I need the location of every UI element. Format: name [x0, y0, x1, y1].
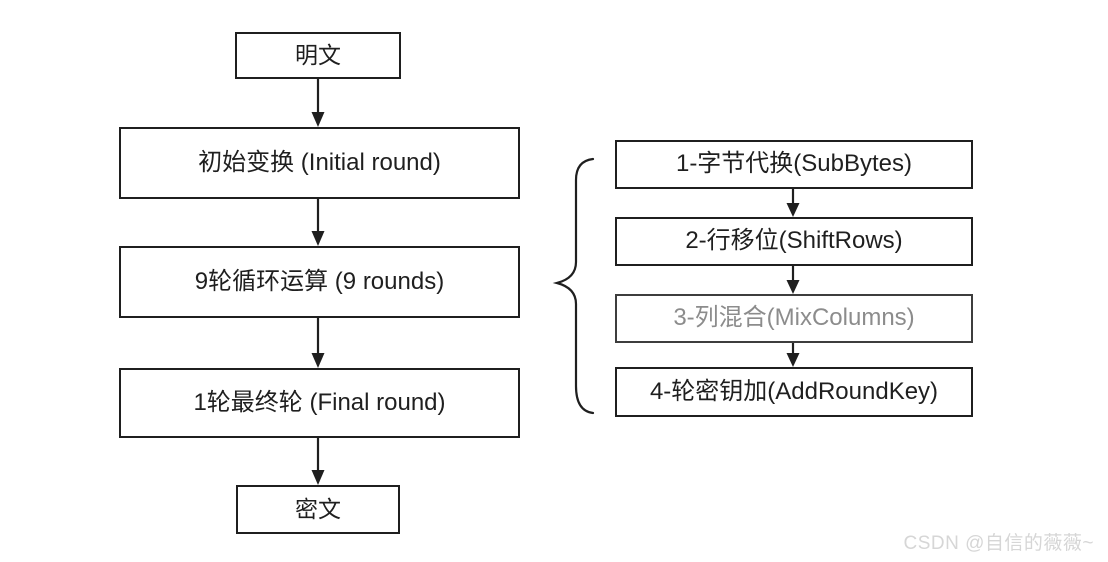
node-initial-round: 初始变换 (Initial round): [119, 127, 520, 199]
node-addroundkey-label: 4-轮密钥加(AddRoundKey): [649, 377, 939, 405]
arrow-shiftrows-to-mixcolumns: [786, 266, 800, 294]
node-ciphertext-label: 密文: [295, 495, 341, 522]
node-initial-round-label: 初始变换 (Initial round): [198, 148, 441, 176]
arrow-rounds-to-final: [311, 318, 325, 368]
node-subbytes-label: 1-字节代换(SubBytes): [675, 150, 913, 178]
node-shiftrows-label: 2-行移位(ShiftRows): [685, 227, 903, 255]
node-nine-rounds: 9轮循环运算 (9 rounds): [119, 246, 520, 318]
arrow-final-to-ciphertext: [311, 438, 325, 485]
node-mixcolumns: 3-列混合(MixColumns): [615, 294, 973, 343]
node-shiftrows: 2-行移位(ShiftRows): [615, 217, 973, 266]
node-plaintext-label: 明文: [295, 41, 341, 68]
node-final-round-label: 1轮最终轮 (Final round): [193, 388, 446, 416]
node-addroundkey: 4-轮密钥加(AddRoundKey): [615, 367, 973, 417]
csdn-watermark: CSDN @自信的薇薇~: [903, 533, 1094, 554]
arrow-mixcolumns-to-addroundkey: [786, 343, 800, 367]
node-final-round: 1轮最终轮 (Final round): [119, 368, 520, 438]
node-subbytes: 1-字节代换(SubBytes): [615, 140, 973, 189]
arrow-subbytes-to-shiftrows: [786, 189, 800, 217]
node-mixcolumns-label: 3-列混合(MixColumns): [673, 304, 915, 332]
curly-brace: [552, 157, 595, 415]
arrow-plaintext-to-initial: [311, 79, 325, 127]
node-plaintext: 明文: [235, 32, 401, 79]
node-nine-rounds-label: 9轮循环运算 (9 rounds): [194, 267, 445, 295]
node-ciphertext: 密文: [236, 485, 400, 534]
arrow-initial-to-rounds: [311, 199, 325, 246]
